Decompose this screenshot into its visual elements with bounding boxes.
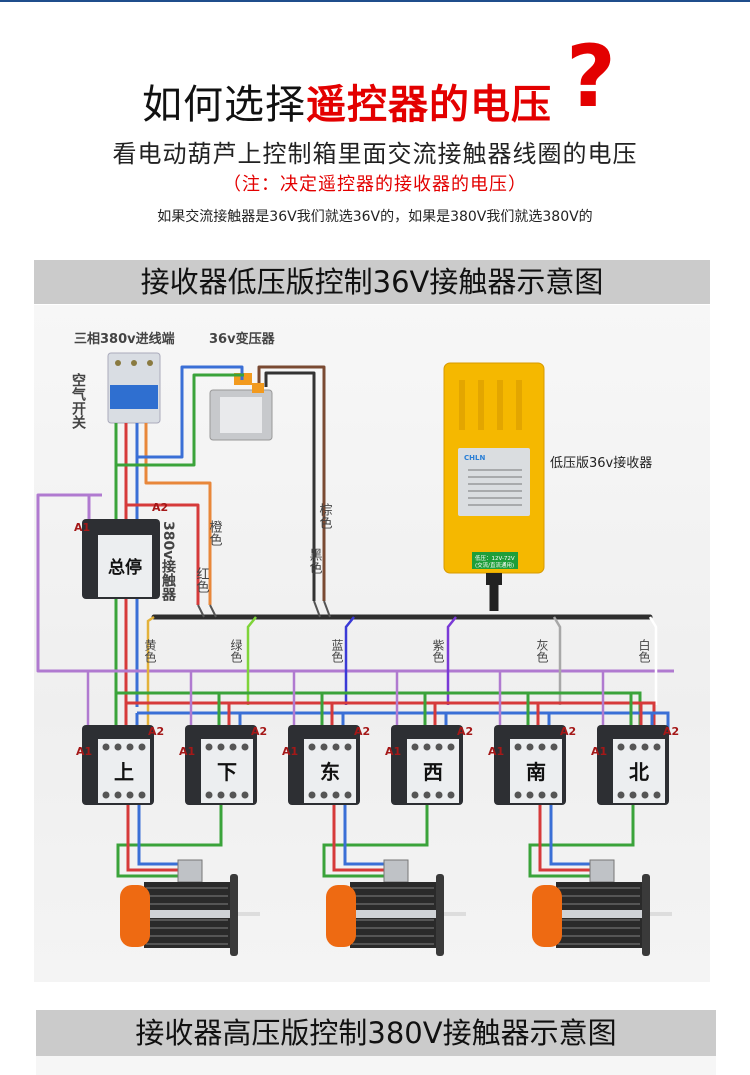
contactor-label: 下 xyxy=(217,760,237,784)
motor-1 xyxy=(116,805,260,956)
label-three-phase-input: 三相380v进线端 xyxy=(74,331,175,347)
terminal-a2: A2 xyxy=(354,725,370,738)
label-air-switch: 空气开关 xyxy=(70,372,87,430)
wire-label-brown: 棕色 xyxy=(317,503,333,529)
contactor-5: 南 A1 A2 xyxy=(488,671,576,805)
contactor-label: 南 xyxy=(526,760,546,784)
terminal-a1: A1 xyxy=(385,745,401,758)
motor-row xyxy=(116,805,672,956)
bus-label-yellow: 黄色 xyxy=(143,639,157,663)
main-contactor-tag: 总停 xyxy=(108,557,142,578)
contactor-6: 北 A1 A2 xyxy=(591,671,679,805)
motor-2 xyxy=(322,805,466,956)
terminal-a2: A2 xyxy=(560,725,576,738)
contactor-2: 下 A1 A2 xyxy=(179,671,267,805)
title-plain: 如何选择 xyxy=(142,82,306,128)
contactor-4: 西 A1 A2 xyxy=(385,671,473,805)
receiver-icon: CHLN 低压：12V-72V (交流/直流通用) xyxy=(443,362,545,611)
title-highlight: 遥控器的电压 xyxy=(306,82,552,128)
motor-3 xyxy=(528,805,672,956)
page-title: 如何选择遥控器的电压 xyxy=(0,72,750,130)
bus-drop-wires xyxy=(146,615,658,725)
subtitle: 看电动葫芦上控制箱里面交流接触器线圈的电压 xyxy=(112,140,638,168)
receiver-voltage-tag-2: (交流/直流通用) xyxy=(475,561,514,569)
terminal-a1: A1 xyxy=(488,745,504,758)
bus-label-purple: 紫色 xyxy=(431,639,445,663)
main-contactor-a1: A1 xyxy=(74,521,90,534)
main-contactor-a2: A2 xyxy=(152,501,168,514)
wiring-diagram-svg: 三相380v进线端 36v变压器 空气开关 总停 A1 A2 380v接触器 xyxy=(36,331,679,956)
contactor-3: 东 A1 A2 xyxy=(282,671,370,805)
label-receiver: 低压版36v接收器 xyxy=(550,455,652,471)
receiver-voltage-tag-1: 低压：12V-72V xyxy=(475,554,515,562)
question-mark-icon: ? xyxy=(566,27,616,127)
contactor-label: 上 xyxy=(114,760,134,784)
terminal-a2: A2 xyxy=(148,725,164,738)
top-border xyxy=(0,0,750,2)
contactor-label: 北 xyxy=(629,760,649,784)
wire-label-red: 红色 xyxy=(194,566,210,593)
terminal-a1: A1 xyxy=(282,745,298,758)
terminal-a2: A2 xyxy=(457,725,473,738)
terminal-a1: A1 xyxy=(179,745,195,758)
note: （注：决定遥控器的接收器的电压） xyxy=(223,174,527,195)
label-main-contactor: 380v接触器 xyxy=(160,521,177,603)
terminal-a2: A2 xyxy=(663,725,679,738)
section2-title: 接收器高压版控制380V接触器示意图 xyxy=(36,1010,716,1056)
transformer-icon xyxy=(209,373,273,441)
bus-label-blue: 蓝色 xyxy=(330,639,344,663)
receiver-brand: CHLN xyxy=(464,454,485,462)
contactor-label: 东 xyxy=(320,760,340,784)
terminal-a1: A1 xyxy=(76,745,92,758)
bus-label-green: 绿色 xyxy=(229,638,243,663)
terminal-a2: A2 xyxy=(251,725,267,738)
label-transformer: 36v变压器 xyxy=(209,331,276,347)
section2-diagram-start xyxy=(36,1056,716,1075)
bus-label-white: 白色 xyxy=(637,638,651,663)
contactor-label: 西 xyxy=(423,760,443,784)
contactor-1: 上 A1 A2 xyxy=(76,671,164,805)
main-contactor: 总停 A1 A2 xyxy=(74,501,168,599)
wire-label-black: 黑色 xyxy=(307,548,323,574)
explanation: 如果交流接触器是36V我们就选36V的，如果是380V我们就选380V的 xyxy=(157,209,593,225)
air-switch-icon xyxy=(107,352,161,424)
terminal-a1: A1 xyxy=(591,745,607,758)
wiring-diagram: 三相380v进线端 36v变压器 空气开关 总停 A1 A2 380v接触器 xyxy=(34,305,710,982)
contactor-row: 上 A1 A2 下 A1 A2 东 A1 A2 西 A1 A2 南 A1 A2 北 A1 A2 xyxy=(76,671,679,805)
bus-label-gray: 灰色 xyxy=(535,639,549,663)
section1-title: 接收器低压版控制36V接触器示意图 xyxy=(34,260,710,304)
wire-label-orange: 橙色 xyxy=(207,520,223,546)
